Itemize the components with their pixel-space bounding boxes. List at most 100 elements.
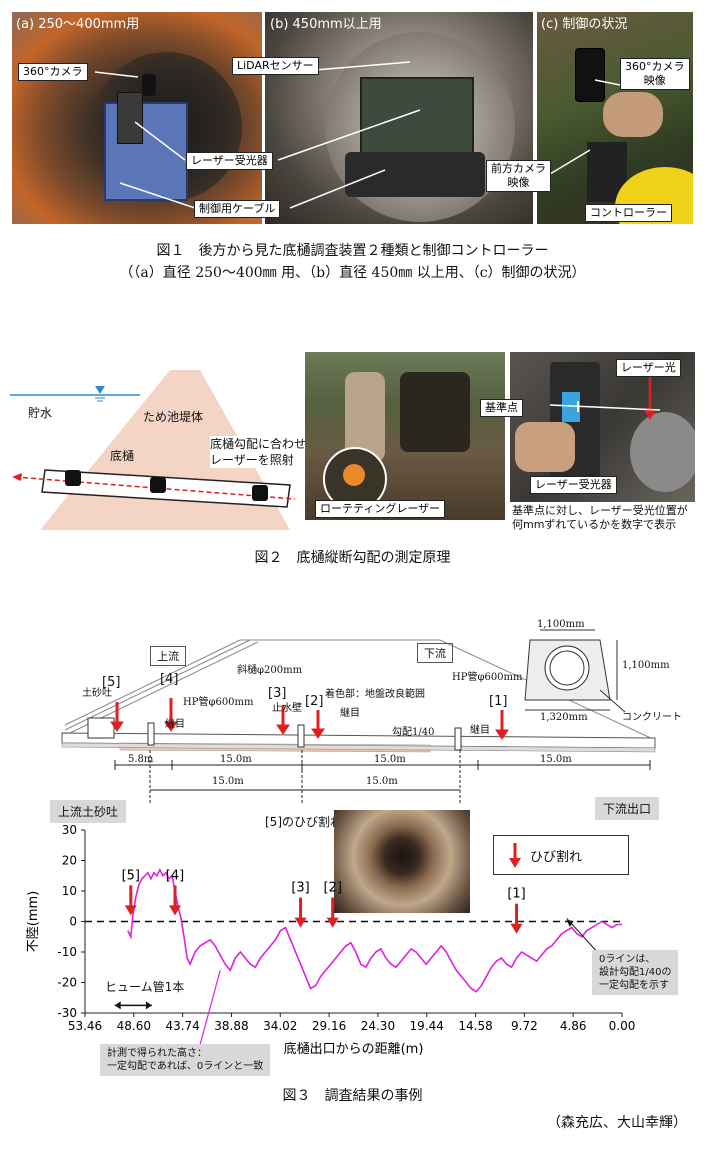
x-axis-label: 底樋出口からの距離(m): [284, 1041, 424, 1057]
panel-a-label: (a) 250～400mm用: [16, 17, 140, 32]
legend-crack-arrow: [509, 843, 521, 868]
label-dim-right: 1,100mm: [622, 660, 670, 671]
photo-c: [537, 12, 693, 224]
panel-b-label: (b) 450mm以上用: [270, 17, 382, 32]
label-joint-2: 継目: [340, 708, 360, 719]
authors: （森充広、大山幸輝）: [547, 1115, 687, 1131]
hume-pipe-label: ヒューム管1本: [105, 980, 185, 994]
measure-callout-line: [199, 970, 221, 1046]
crack-marker-label: [5]: [122, 868, 140, 883]
receiver-note: 基準点に対し、レーザー受光位置が何mmずれているかを数字で表示: [512, 504, 688, 531]
y-tick-label: 20: [62, 854, 77, 868]
crack-marker-head: [326, 917, 339, 928]
dim-15m-e: 15.0m: [366, 776, 398, 787]
figure-1-callouts: [94, 61, 621, 209]
crack-marker-label: [3]: [291, 881, 309, 896]
label-inclined-pipe: 斜樋φ200mm: [237, 665, 303, 676]
x-tick-label: 9.72: [511, 1019, 538, 1033]
longitudinal-section: [61, 629, 656, 805]
crack-marker-head: [169, 905, 182, 916]
section-marker-2: [2]: [305, 694, 324, 709]
label-embankment: ため池堤体: [143, 410, 204, 424]
label-laser-light: レーザー光: [616, 359, 681, 377]
x-tick-label: 4.86: [560, 1019, 587, 1033]
hume-pipe-arrow-right: [145, 1001, 152, 1010]
label-360-camera: 360°カメラ: [18, 63, 88, 81]
figure-1-caption-line1: 図１ 後方から見た底樋調査装置２種類と制御コントローラー: [156, 243, 549, 259]
label-colored-part: 着色部：地盤改良範囲: [325, 689, 425, 700]
measure-note: 計測で得られた高さ：一定勾配であれば、0ラインと一致: [100, 1044, 271, 1076]
x-tick-label: 29.16: [312, 1019, 346, 1033]
y-tick-label: 0: [69, 915, 77, 929]
label-front-camera: 前方カメラ映像: [486, 160, 551, 192]
x-tick-label: 0.00: [609, 1019, 636, 1033]
x-tick-label: 34.02: [263, 1019, 297, 1033]
label-rotating-laser: ローテティングレーザー: [315, 500, 446, 518]
dim-15m-c: 15.0m: [540, 754, 572, 765]
box-upstream-outlet: 上流土砂吐: [50, 800, 127, 823]
photo-rotating-laser: [305, 352, 505, 520]
label-360-video: 360°カメラ映像: [620, 58, 690, 90]
photo-b: [265, 12, 533, 224]
label-gradient: 勾配1/40: [392, 727, 435, 738]
receiver-annotation: [549, 372, 661, 420]
label-soil-outlet: 土砂吐: [82, 688, 112, 699]
label-conduit: 底樋: [110, 449, 135, 463]
panel-c-label: (c) 制御の状況: [541, 17, 628, 32]
label-joint-1: 継目: [165, 719, 185, 730]
figure-1-caption-line2: （（a）直径 250～400㎜ 用、（b）直径 450㎜ 以上用、（c）制御の状…: [119, 265, 586, 281]
crack-marker-head: [124, 905, 137, 916]
y-tick-label: 10: [62, 884, 77, 898]
label-joint-3: 継目: [470, 725, 490, 736]
x-tick-label: 48.60: [117, 1019, 151, 1033]
x-tick-label: 14.58: [458, 1019, 492, 1033]
crack-marker-head: [510, 923, 523, 934]
downstream-box: 下流: [417, 643, 453, 663]
label-cable: 制御用ケーブル: [194, 200, 281, 218]
upstream-box: 上流: [150, 646, 186, 666]
crack-marker-label: [1]: [507, 887, 525, 902]
principle-diagram: [10, 370, 296, 530]
label-water: 貯水: [28, 406, 53, 420]
crack-marker-label: [4]: [166, 868, 184, 883]
figure-2-caption: 図２ 底樋縦断勾配の測定原理: [254, 550, 451, 566]
y-tick-label: -20: [57, 976, 77, 990]
label-dim-top: 1,100mm: [537, 619, 585, 630]
hume-pipe-arrow-left: [114, 1001, 121, 1010]
photo-receiver: [510, 352, 695, 502]
crack-marker-label: [2]: [323, 881, 341, 896]
label-concrete: コンクリート: [622, 712, 682, 723]
section-marker-5: [5]: [102, 675, 121, 690]
label-cutoff-wall: 止水壁: [272, 703, 302, 714]
crack-photo-title: [5]のひび割れ: [265, 815, 342, 829]
label-laser-note: 底樋勾配に合わせてレーザーを照射: [210, 436, 319, 468]
dim-5-8m: 5.8m: [128, 754, 154, 765]
label-lidar: LiDARセンサー: [232, 57, 319, 75]
zero-line-note: 0ラインは、設計勾配1/40の一定勾配を示す: [592, 950, 679, 995]
y-tick-label: -10: [57, 945, 77, 959]
legend-crack-label: ひび割れ: [530, 850, 583, 865]
label-hp-pipe-left: HP管φ600mm: [183, 697, 254, 708]
section-marker-3: [3]: [268, 686, 287, 701]
zero-callout-line: [566, 918, 601, 956]
figure-3-caption: 図３ 調査結果の事例: [282, 1088, 423, 1104]
dim-15m-a: 15.0m: [220, 754, 252, 765]
x-tick-label: 43.74: [165, 1019, 199, 1033]
dim-15m-d: 15.0m: [212, 776, 244, 787]
crack-photo: [334, 810, 470, 913]
dim-15m-b: 15.0m: [374, 754, 406, 765]
zero-callout-head: [566, 919, 574, 927]
crack-marker-head: [294, 917, 307, 928]
photo-a: [12, 12, 262, 224]
section-marker-4: [4]: [160, 672, 179, 687]
legend-crack-box: ひび割れ: [493, 835, 629, 875]
y-tick-label: 30: [62, 823, 77, 837]
label-reference-point: 基準点: [480, 399, 523, 417]
x-tick-label: 38.88: [214, 1019, 248, 1033]
x-tick-label: 19.44: [410, 1019, 444, 1033]
section-marker-1: [1]: [489, 694, 508, 709]
x-tick-label: 24.30: [361, 1019, 395, 1033]
x-tick-label: 53.46: [68, 1019, 102, 1033]
label-receiver: レーザー受光器: [186, 152, 273, 170]
